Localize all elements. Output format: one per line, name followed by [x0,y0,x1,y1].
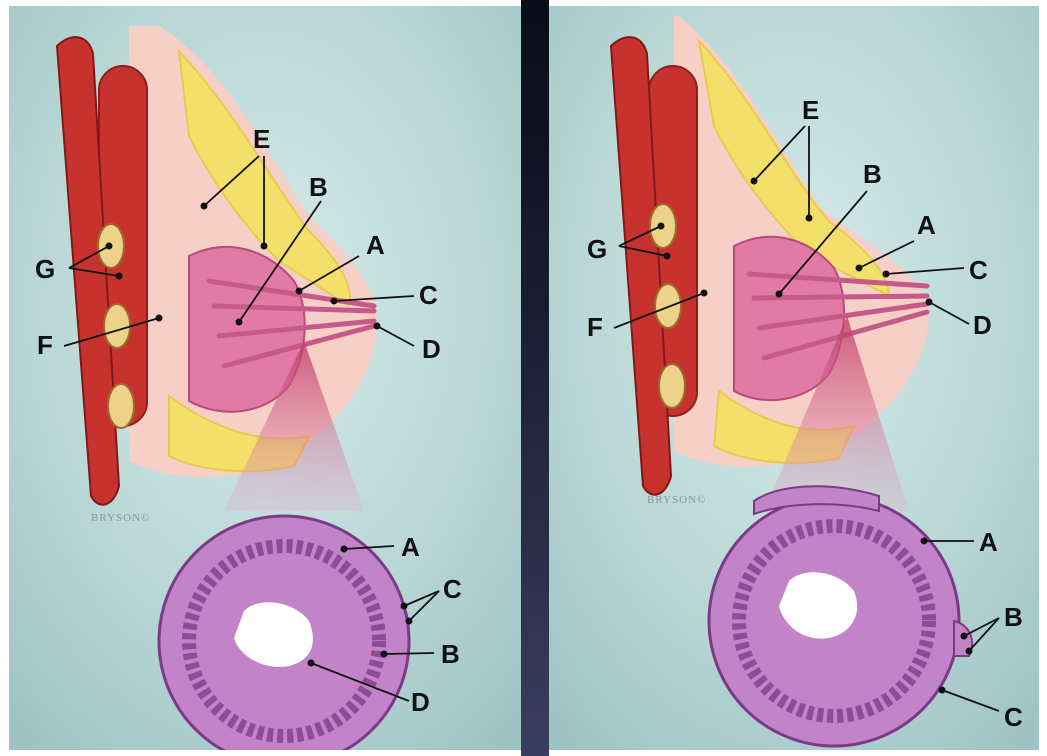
label-b: B [863,159,882,189]
label-b: B [309,172,328,202]
cancer-breast-panel: A B C D E F G A B C BRYSON© [549,6,1039,750]
artist-signature: BRYSON© [647,494,706,506]
inset-label-a: A [401,532,420,562]
inset-label-d: D [411,687,430,717]
rib-2 [655,284,681,328]
label-c: C [419,280,438,310]
inset-label-b: B [1004,602,1023,632]
label-g: G [35,254,55,284]
rib-3 [108,384,134,428]
label-e: E [802,95,819,125]
panel-divider [521,0,549,756]
label-f: F [37,330,53,360]
normal-breast-illustration: A B C D E F G A C B D BRYSON© [9,6,521,750]
label-d: D [973,310,992,340]
label-g: G [587,234,607,264]
cancer-breast-illustration: A B C D E F G A B C BRYSON© [549,6,1039,750]
inset-label-a: A [979,527,998,557]
artist-signature: BRYSON© [91,512,150,524]
inset-label-c: C [443,574,462,604]
inset-label-b: B [441,639,460,669]
label-d: D [422,334,441,364]
rib-2 [104,304,130,348]
label-a: A [366,230,385,260]
normal-breast-panel: A B C D E F G A C B D BRYSON© [9,6,521,750]
label-c: C [969,255,988,285]
rib-3 [659,364,685,408]
inset-label-c: C [1004,702,1023,732]
label-e: E [253,124,270,154]
label-a: A [917,210,936,240]
label-f: F [587,312,603,342]
